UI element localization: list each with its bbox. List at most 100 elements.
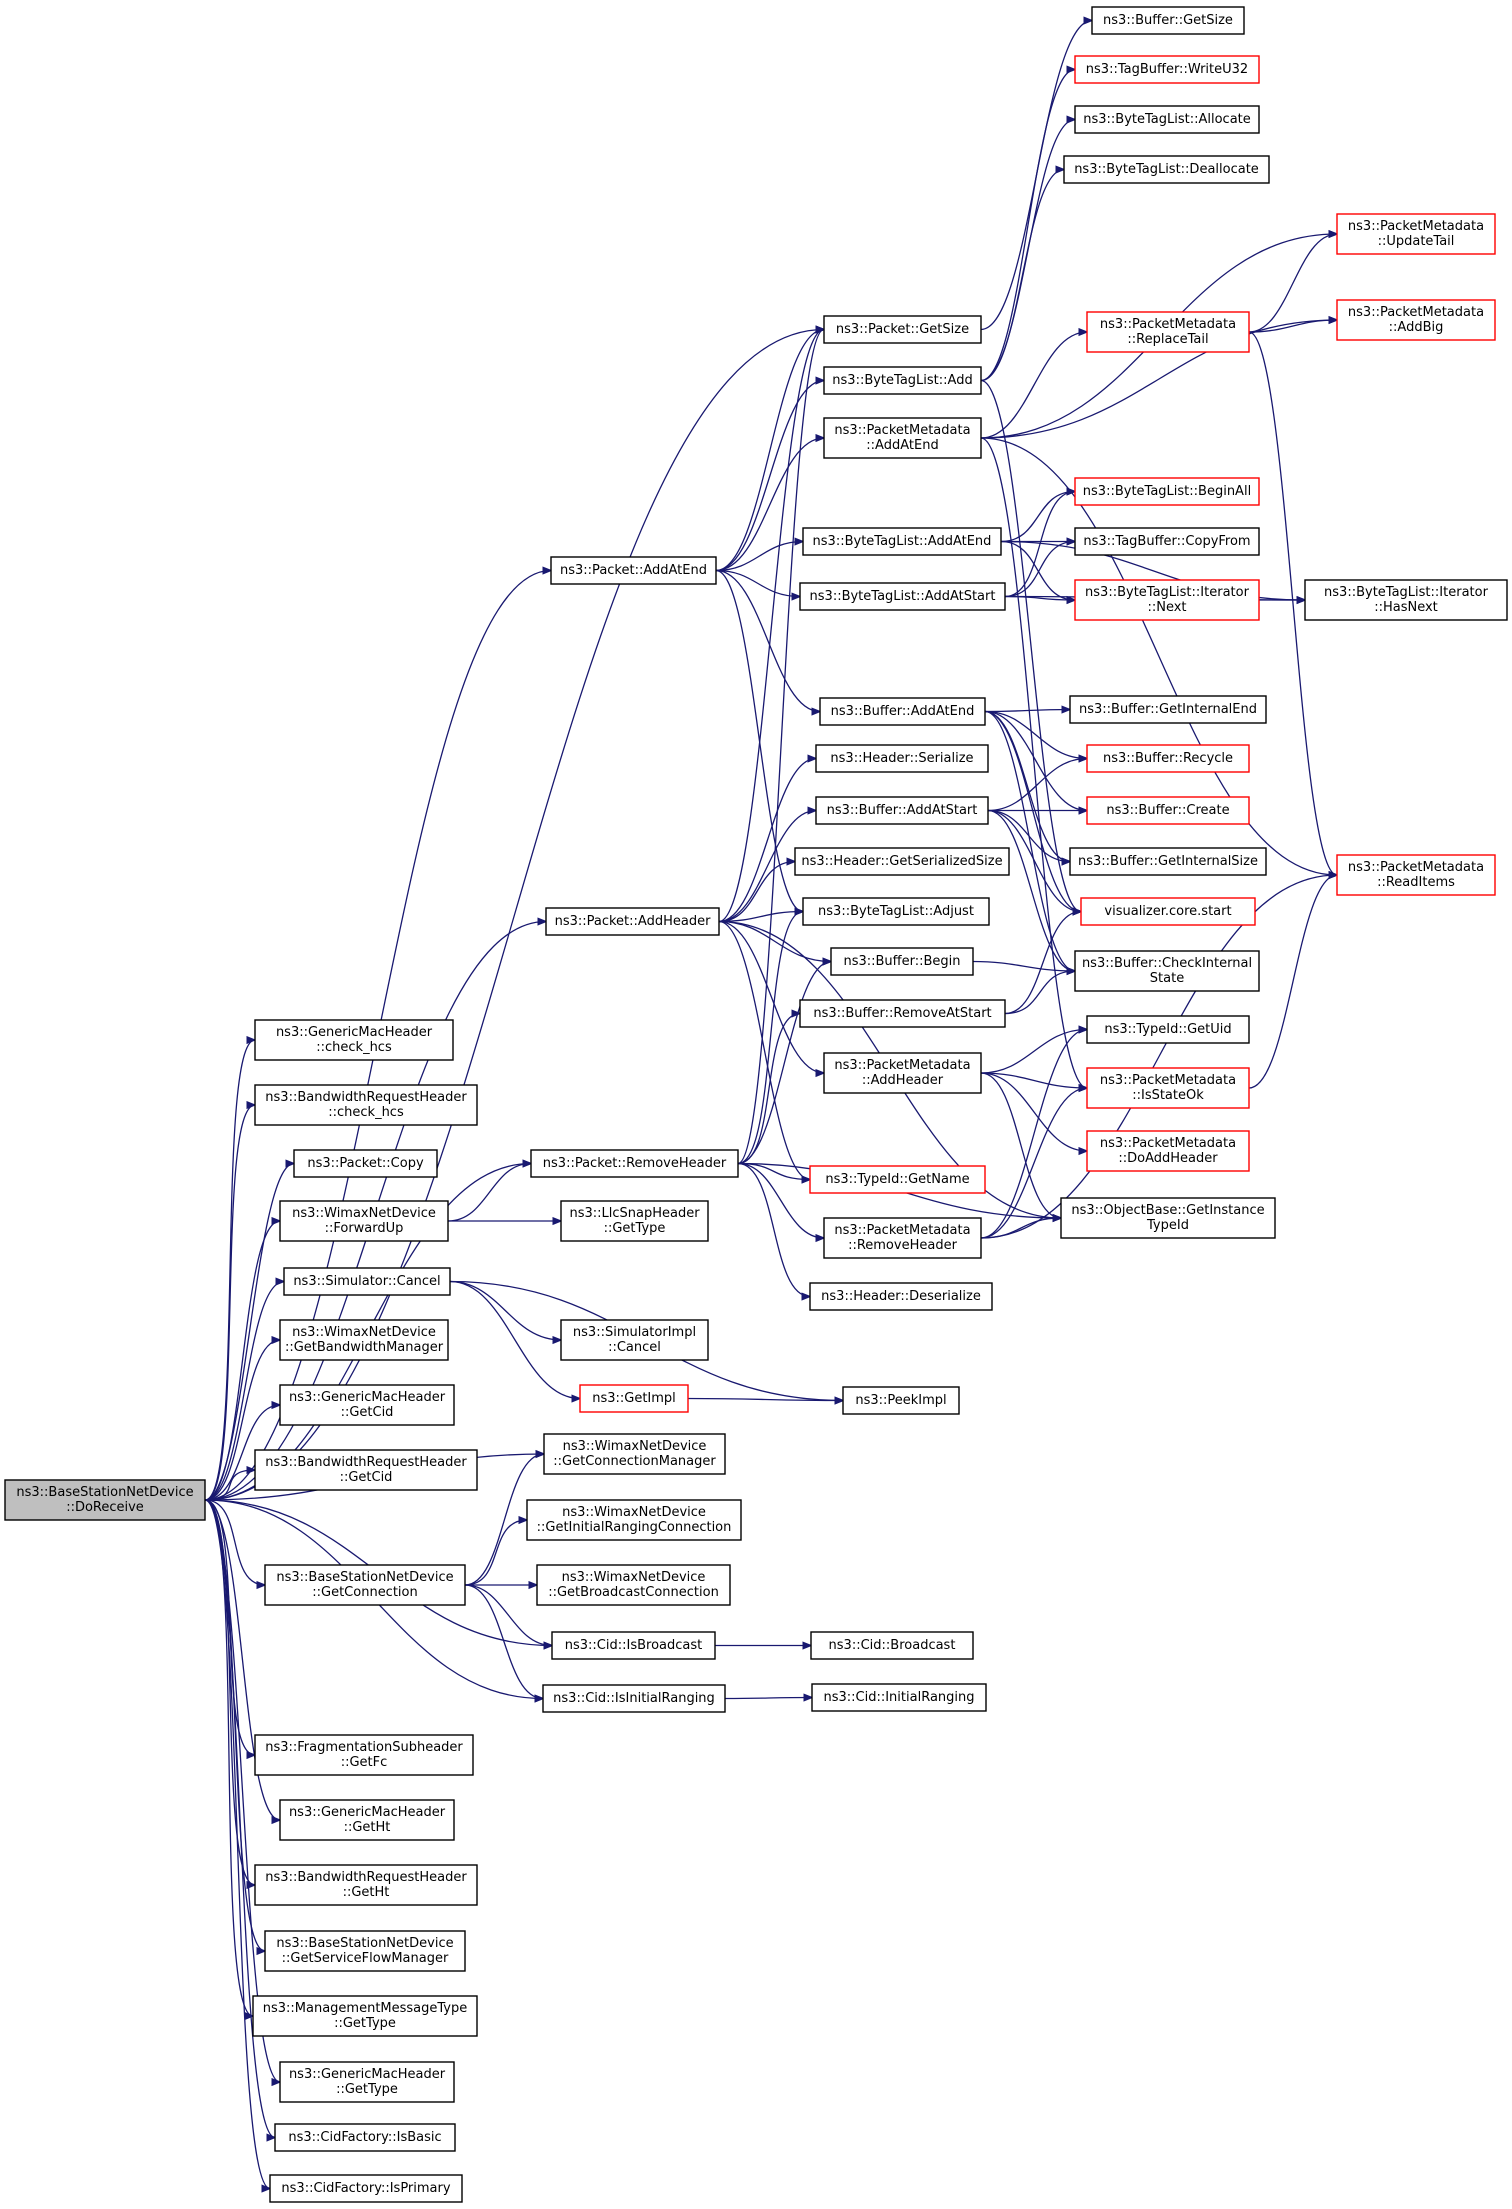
node-buf-removeatstart[interactable]: ns3::Buffer::RemoveAtStart — [799, 999, 1006, 1028]
node-box — [1086, 311, 1250, 353]
node-label: ns3::ObjectBase::GetInstance — [1071, 1203, 1264, 1218]
node-btl-allocate[interactable]: ns3::ByteTagList::Allocate — [1074, 105, 1260, 134]
node-buf-recycle[interactable]: ns3::Buffer::Recycle — [1086, 744, 1250, 773]
node-hdr-serialize[interactable]: ns3::Header::Serialize — [815, 744, 989, 773]
node-pkt-addatend[interactable]: ns3::Packet::AddAtEnd — [550, 556, 717, 585]
node-cid-isinitialranging[interactable]: ns3::Cid::IsInitialRanging — [542, 1684, 726, 1713]
edge-getimpl-to-peekimpl — [687, 1399, 843, 1401]
node-box — [279, 1200, 449, 1242]
node-pm-readitems[interactable]: ns3::PacketMetadata::ReadItems — [1336, 854, 1496, 896]
node-pm-doaddheader[interactable]: ns3::PacketMetadata::DoAddHeader — [1086, 1130, 1250, 1172]
node-label: ns3::Simulator::Cancel — [293, 1274, 440, 1289]
node-typeid-getuid[interactable]: ns3::TypeId::GetUid — [1086, 1015, 1250, 1044]
node-box — [1336, 299, 1496, 341]
node-box — [1080, 897, 1256, 926]
edge-root-to-gmh_getcid — [204, 1405, 280, 1501]
edge-bsnd_getconnection-to-wnd_getconnmanager — [464, 1454, 544, 1586]
node-label: ::AddAtEnd — [866, 438, 938, 453]
node-gmh-getcid[interactable]: ns3::GenericMacHeader::GetCid — [279, 1384, 455, 1426]
node-box — [799, 999, 1006, 1028]
node-btl-adjust[interactable]: ns3::ByteTagList::Adjust — [802, 897, 990, 926]
node-pm-addatend[interactable]: ns3::PacketMetadata::AddAtEnd — [823, 417, 982, 459]
node-pkt-getsize[interactable]: ns3::Packet::GetSize — [823, 315, 982, 344]
node-sim-cancel[interactable]: ns3::Simulator::Cancel — [283, 1267, 451, 1296]
node-pm-updatetail[interactable]: ns3::PacketMetadata::UpdateTail — [1336, 213, 1496, 255]
node-btl-it-hasnext[interactable]: ns3::ByteTagList::Iterator::HasNext — [1304, 579, 1508, 621]
node-btl-it-next[interactable]: ns3::ByteTagList::Iterator::Next — [1074, 579, 1260, 621]
edge-pm_addheader-to-pm_doaddheader — [980, 1072, 1087, 1151]
node-buf-addatend[interactable]: ns3::Buffer::AddAtEnd — [819, 697, 986, 726]
node-label: ::AddBig — [1389, 320, 1444, 335]
node-brh-getcid[interactable]: ns3::BandwidthRequestHeader::GetCid — [254, 1449, 478, 1491]
node-box — [823, 315, 982, 344]
node-cidf-isbasic[interactable]: ns3::CidFactory::IsBasic — [274, 2123, 456, 2152]
node-buf-getinternalsize[interactable]: ns3::Buffer::GetInternalSize — [1069, 847, 1267, 876]
node-hdr-deserialize[interactable]: ns3::Header::Deserialize — [809, 1282, 993, 1311]
node-buf-addatstart[interactable]: ns3::Buffer::AddAtStart — [815, 796, 989, 825]
node-pm-addbig[interactable]: ns3::PacketMetadata::AddBig — [1336, 299, 1496, 341]
edge-btl_addatstart-to-tag_copyfrom — [1004, 542, 1075, 598]
node-bsnd-getsfmanager[interactable]: ns3::BaseStationNetDevice::GetServiceFlo… — [264, 1930, 466, 1972]
node-gmh-getht[interactable]: ns3::GenericMacHeader::GetHt — [279, 1799, 455, 1841]
edge-root-to-cidf_isprimary — [204, 1499, 270, 2189]
node-cid-initialranging[interactable]: ns3::Cid::InitialRanging — [811, 1683, 987, 1712]
node-peekimpl[interactable]: ns3::PeekImpl — [842, 1386, 960, 1415]
node-buf-create[interactable]: ns3::Buffer::Create — [1086, 796, 1250, 825]
node-typeid-getname[interactable]: ns3::TypeId::GetName — [809, 1165, 986, 1194]
edge-pkt_removeheader-to-hdr_deserialize — [737, 1162, 810, 1297]
node-vis-start[interactable]: visualizer.core.start — [1080, 897, 1256, 926]
node-getimpl[interactable]: ns3::GetImpl — [579, 1384, 689, 1413]
node-label: ns3::ByteTagList::Iterator — [1085, 585, 1250, 600]
node-buf-begin[interactable]: ns3::Buffer::Begin — [830, 947, 974, 976]
node-wnd-forwardup[interactable]: ns3::WimaxNetDevice::ForwardUp — [279, 1200, 449, 1242]
node-btl-addatstart[interactable]: ns3::ByteTagList::AddAtStart — [799, 582, 1006, 611]
node-box — [269, 2174, 463, 2203]
node-pm-addheader[interactable]: ns3::PacketMetadata::AddHeader — [823, 1052, 982, 1094]
node-btl-beginall[interactable]: ns3::ByteTagList::BeginAll — [1074, 477, 1260, 506]
node-cidf-isprimary[interactable]: ns3::CidFactory::IsPrimary — [269, 2174, 463, 2203]
node-buf-getsize[interactable]: ns3::Buffer::GetSize — [1091, 6, 1245, 35]
node-hdr-getserializedsize[interactable]: ns3::Header::GetSerializedSize — [794, 847, 1010, 876]
node-llc-gettype[interactable]: ns3::LlcSnapHeader::GetType — [560, 1200, 709, 1242]
node-frag-getfc[interactable]: ns3::FragmentationSubheader::GetFc — [254, 1734, 474, 1776]
node-cid-isbroadcast[interactable]: ns3::Cid::IsBroadcast — [551, 1631, 716, 1660]
node-box — [274, 2123, 456, 2152]
node-pm-isstateok[interactable]: ns3::PacketMetadata::IsStateOk — [1086, 1067, 1250, 1109]
edge-btl_addatstart-to-btl_beginall — [1004, 492, 1075, 598]
node-pkt-addheader[interactable]: ns3::Packet::AddHeader — [545, 907, 720, 936]
node-btl-add[interactable]: ns3::ByteTagList::Add — [823, 366, 982, 395]
node-mmt-gettype[interactable]: ns3::ManagementMessageType::GetType — [252, 1995, 478, 2037]
node-wnd-getbroadcastconn[interactable]: ns3::WimaxNetDevice::GetBroadcastConnect… — [536, 1564, 731, 1606]
node-wnd-getbwmanager[interactable]: ns3::WimaxNetDevice::GetBandwidthManager — [279, 1319, 449, 1361]
node-box — [1304, 579, 1508, 621]
node-tag-writeu32[interactable]: ns3::TagBuffer::WriteU32 — [1074, 55, 1260, 84]
edge-cid_isinitialranging-to-cid_initialranging — [724, 1698, 812, 1699]
node-wnd-getconnmanager[interactable]: ns3::WimaxNetDevice::GetConnectionManage… — [543, 1433, 726, 1475]
node-gmh-check-hcs[interactable]: ns3::GenericMacHeader::check_hcs — [254, 1019, 454, 1061]
node-btl-deallocate[interactable]: ns3::ByteTagList::Deallocate — [1063, 155, 1270, 184]
node-gmh-gettype[interactable]: ns3::GenericMacHeader::GetType — [279, 2061, 455, 2103]
node-box — [283, 1267, 451, 1296]
node-label: ::ReplaceTail — [1127, 332, 1208, 347]
node-pkt-removeheader[interactable]: ns3::Packet::RemoveHeader — [530, 1149, 739, 1178]
edge-buf_addatend-to-buf_getinternalend — [984, 710, 1070, 712]
node-brh-check-hcs[interactable]: ns3::BandwidthRequestHeader::check_hcs — [254, 1084, 478, 1126]
edge-pm_addheader-to-ob_getinstancetypeid — [980, 1072, 1061, 1218]
node-label: ns3::WimaxNetDevice — [292, 1206, 436, 1221]
node-root[interactable]: ns3::BaseStationNetDevice::DoReceive — [4, 1479, 206, 1521]
node-box — [254, 1864, 478, 1906]
node-simimpl-cancel[interactable]: ns3::SimulatorImpl::Cancel — [560, 1319, 709, 1361]
node-cid-broadcast[interactable]: ns3::Cid::Broadcast — [810, 1631, 974, 1660]
node-brh-getht[interactable]: ns3::BandwidthRequestHeader::GetHt — [254, 1864, 478, 1906]
node-tag-copyfrom[interactable]: ns3::TagBuffer::CopyFrom — [1074, 527, 1260, 556]
node-pm-replacetail[interactable]: ns3::PacketMetadata::ReplaceTail — [1086, 311, 1250, 353]
node-btl-addatend[interactable]: ns3::ByteTagList::AddAtEnd — [802, 527, 1002, 556]
node-pkt-copy[interactable]: ns3::Packet::Copy — [293, 1149, 438, 1178]
node-label: ns3::Buffer::Begin — [843, 954, 960, 969]
node-wnd-getinitialranging[interactable]: ns3::WimaxNetDevice::GetInitialRangingCo… — [526, 1499, 742, 1541]
node-buf-getinternalend[interactable]: ns3::Buffer::GetInternalEnd — [1069, 695, 1267, 724]
node-bsnd-getconnection[interactable]: ns3::BaseStationNetDevice::GetConnection — [264, 1564, 466, 1606]
node-pm-removeheader[interactable]: ns3::PacketMetadata::RemoveHeader — [823, 1217, 982, 1259]
